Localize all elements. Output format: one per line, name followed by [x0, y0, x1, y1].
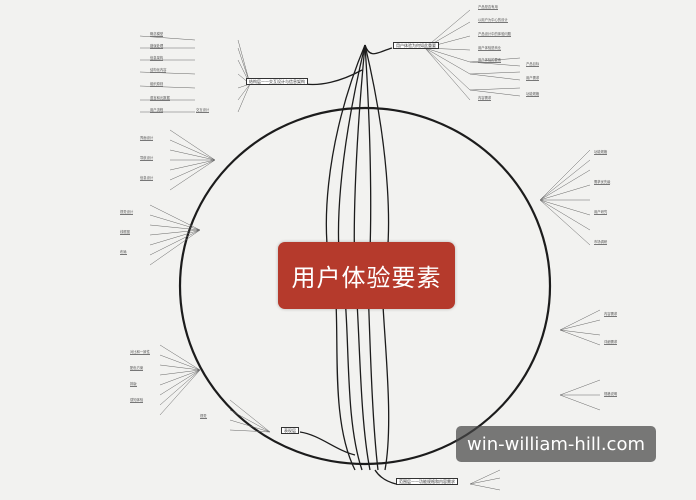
node-left-2: 导航设计: [140, 156, 154, 161]
node-top-left-7: 交互设计: [196, 108, 210, 113]
trunk-to-top: [364, 44, 393, 55]
node-left-1: 界面设计: [140, 136, 154, 141]
node-bottom-left-1: 对比和一致性: [130, 350, 150, 355]
node-left-4: 视觉设计: [120, 210, 134, 215]
node-bottom-right-1: 内容需求: [604, 312, 618, 317]
node-top-left-1: 概念模型: [150, 32, 164, 37]
node-top-left-6: 语言和元数据: [150, 96, 170, 101]
node-top-right-6: 产品目标: [526, 62, 540, 67]
node-top-right-1: 产品是否有用: [478, 5, 498, 10]
branch-scope-layer[interactable]: 范围层——功能规格和内容需求: [396, 478, 458, 485]
node-bottom-right-2: 详细需求: [604, 340, 618, 345]
node-top-left-5: 组织原则: [150, 82, 164, 87]
node-top-right-2: 以用户为中心的设计: [478, 18, 508, 23]
trunk-to-bottom: [374, 469, 397, 485]
node-bottom-left-4: 感知体验: [130, 398, 144, 403]
node-right-1: 功能规格: [594, 150, 608, 155]
node-top-right-3: 产品设计中的体验问题: [478, 32, 511, 37]
node-left-5: 线框图: [120, 230, 130, 235]
branch-structure-layer[interactable]: 结构层——交互设计与信息架构: [246, 78, 308, 85]
trunk-to-bottom-left: [299, 431, 356, 456]
node-bottom-right-3: 规格说明: [604, 392, 618, 397]
node-top-left-2: 错误处理: [150, 44, 164, 49]
node-bottom-left-5: 视觉: [200, 414, 207, 419]
node-top-right-9: 内容需求: [478, 96, 492, 101]
node-left-6: 布局: [120, 250, 127, 255]
node-right-4: 市场调研: [594, 240, 608, 245]
node-bottom-left-2: 配色方案: [130, 366, 144, 371]
node-left-3: 信息设计: [140, 176, 154, 181]
node-top-right-4: 用户体验是商业: [478, 46, 502, 51]
node-top-right-8: 功能规格: [526, 92, 540, 97]
outer-ring: [178, 106, 552, 466]
branch-why-ux[interactable]: 用户体验为何如此重要: [393, 42, 439, 49]
watermark: win-william-hill.com: [456, 426, 656, 462]
node-top-left-3: 信息架构: [150, 56, 164, 61]
trunk-to-left: [304, 69, 363, 86]
node-top-right-7: 用户需求: [526, 76, 540, 81]
central-topic[interactable]: 用户体验要素: [278, 242, 455, 309]
node-right-2: 需求优先级: [594, 180, 611, 185]
node-bottom-left-3: 排版: [130, 382, 137, 387]
node-right-3: 用户研究: [594, 210, 608, 215]
node-top-right-5: 用户体验的要素: [478, 58, 502, 63]
branch-surface-layer[interactable]: 表现层: [281, 427, 299, 434]
node-top-left-8: 用户流程: [150, 108, 164, 113]
node-top-left-4: 结构化内容: [150, 68, 167, 73]
